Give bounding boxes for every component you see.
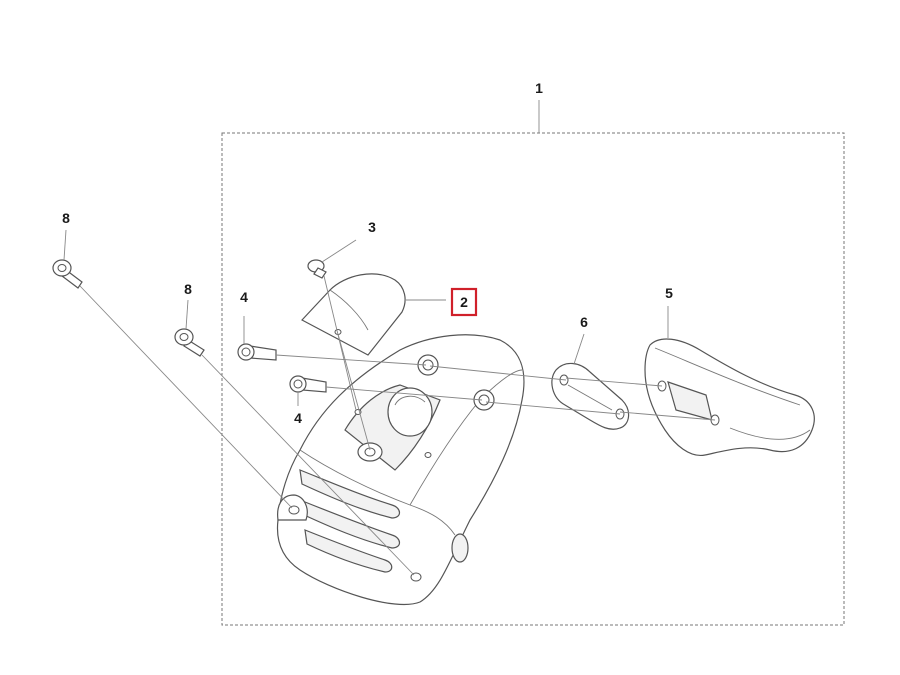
- gasket-part-6: [551, 362, 630, 430]
- callout-label-2: 2: [460, 294, 468, 310]
- callout-highlight-box-2: [450, 287, 478, 317]
- bolt-part-8-right: [174, 328, 205, 357]
- callout-label-3: 3: [368, 219, 376, 235]
- assembly-lines: [79, 275, 716, 576]
- callout-label-4-upper: 4: [240, 289, 248, 305]
- muffler-body: [276, 334, 525, 606]
- callout-label-5: 5: [665, 285, 673, 301]
- bolt-part-8-left: [52, 259, 83, 289]
- callout-label-4-lower: 4: [294, 410, 302, 426]
- callout-label-1: 1: [535, 80, 543, 96]
- callout-label-8-left: 8: [62, 210, 70, 226]
- deflector-plate-part-2: [301, 273, 406, 356]
- callout-label-8-right: 8: [184, 281, 192, 297]
- bracket-part-5: [644, 338, 815, 457]
- bolt-part-4-upper: [237, 343, 277, 361]
- callout-label-6: 6: [580, 314, 588, 330]
- screw-part-3: [307, 259, 327, 279]
- assembly-outline-box: [221, 132, 845, 626]
- callout-leaders: [63, 229, 669, 406]
- bolt-part-4-lower: [289, 375, 327, 393]
